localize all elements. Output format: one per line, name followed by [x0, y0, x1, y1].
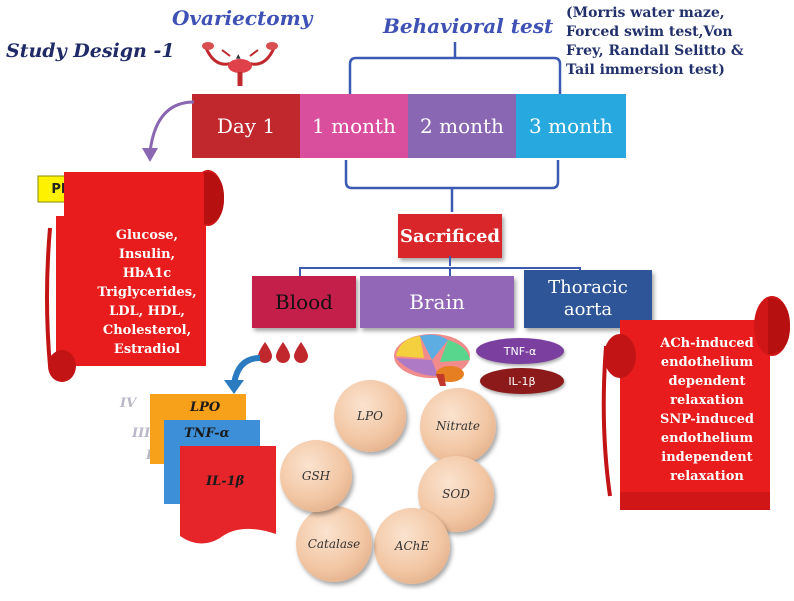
brain-cytokine-tnf: TNF-α [476, 338, 564, 364]
svg-text:▲: ▲ [236, 53, 241, 60]
brain-marker-lpo: LPO [334, 380, 406, 452]
curved-arrow [142, 100, 195, 162]
behavioral-test-label: Behavioral test [383, 14, 554, 38]
sacrificed-box: Sacrificed [398, 214, 502, 258]
param-ldl-hdl: LDL, HDL, [109, 304, 185, 319]
ovariectomy-label: Ovariectomy [172, 6, 313, 30]
param-cholesterol: Cholesterol, [102, 323, 192, 338]
upper-bracket [348, 42, 562, 94]
param-estradiol: Estradiol [113, 342, 181, 357]
brain-marker-catalase: Catalase [296, 506, 372, 582]
ovary-diagram: ▲ [202, 42, 278, 86]
lower-bracket [344, 160, 560, 212]
aorta-scroll [601, 296, 790, 510]
aorta-param-1: ACh-induced [660, 336, 754, 351]
aorta-param-2: endothelium [660, 355, 754, 370]
tissue-blood: Blood [252, 276, 356, 328]
tissue-brain: Brain [360, 276, 514, 328]
param-hba1c: HbA1c [122, 266, 172, 281]
aorta-param-8: relaxation [670, 469, 744, 484]
aorta-param-7: independent [661, 450, 753, 465]
blood-drops-icon [258, 342, 308, 363]
brain-icon [394, 334, 470, 386]
aorta-params: ACh-induced endothelium dependent relaxa… [632, 334, 782, 486]
param-glucose: Glucose, [115, 228, 179, 243]
aorta-param-5: SNP-induced [660, 412, 754, 427]
behavioral-tests-note: (Morris water maze, Forced swim test,Von… [566, 5, 744, 78]
tissue-thoracic-aorta: Thoracic aorta [524, 270, 652, 328]
aorta-param-6: endothelium [660, 431, 754, 446]
blood-marker-il1b-shape [180, 446, 276, 544]
study-title: Study Design -1 [6, 40, 175, 62]
brain-marker-nitrate: Nitrate [420, 388, 496, 464]
brain-marker-ache: AChE [374, 508, 450, 584]
physiological-scroll [45, 170, 224, 382]
timeline-2-month: 2 month [408, 94, 516, 158]
faded-label-iii: III [132, 426, 151, 441]
brain-cytokine-il1b: IL-1β [480, 368, 564, 394]
timeline-1-month: 1 month [300, 94, 408, 158]
blood-marker-il1b: IL-1β [206, 474, 245, 489]
param-insulin: Insulin, [118, 247, 176, 262]
aorta-param-4: relaxation [670, 393, 744, 408]
brain-marker-gsh: GSH [280, 440, 352, 512]
blood-arrow [224, 355, 261, 394]
faded-label-iv: IV [120, 396, 137, 411]
timeline-day1: Day 1 [192, 94, 300, 158]
physiological-params: Glucose, Insulin, HbA1c Triglycerides, L… [82, 226, 212, 359]
param-triglycerides: Triglycerides, [97, 285, 197, 300]
aorta-param-3: dependent [668, 374, 746, 389]
timeline-3-month: 3 month [516, 94, 626, 158]
